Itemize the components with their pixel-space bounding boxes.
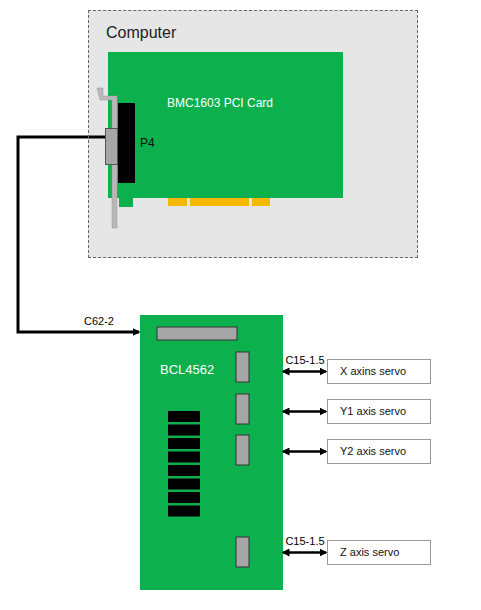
ribbon-header xyxy=(157,327,237,340)
terminal-block xyxy=(168,479,200,490)
terminal-block xyxy=(168,452,200,463)
servo-connector xyxy=(236,435,249,465)
cable-label: C15-1.5 xyxy=(283,354,326,367)
terminal-block xyxy=(168,438,200,449)
terminal-block xyxy=(168,492,200,503)
node-label: BCL4562 xyxy=(160,362,214,378)
bcl4562-board: BCL4562 xyxy=(140,315,283,590)
cable-label: C62-2 xyxy=(82,315,116,328)
connector-header xyxy=(118,103,135,183)
terminal-block xyxy=(168,411,200,422)
servo-connector xyxy=(236,394,249,424)
terminal-block xyxy=(168,425,200,436)
cable-connector xyxy=(283,410,326,413)
gold-finger xyxy=(168,198,187,206)
cable-connector xyxy=(283,450,326,453)
bcl-board-body xyxy=(140,315,283,590)
node-label: Y2 axis servo xyxy=(340,445,406,458)
connector-plug xyxy=(105,128,118,165)
servo-box: Y1 axis servo xyxy=(327,399,431,424)
cable-connector xyxy=(283,551,326,554)
gold-finger xyxy=(190,198,249,206)
terminal-block xyxy=(168,465,200,476)
p4-connector: P4 xyxy=(105,103,135,183)
servo-connector xyxy=(236,352,249,382)
servo-box: X axins servo xyxy=(327,359,431,384)
servo-box: Y2 axis servo xyxy=(327,439,431,464)
servo-connector xyxy=(236,537,249,567)
terminal-block xyxy=(168,506,200,517)
terminal-block xyxy=(168,411,200,517)
node-label: X axins servo xyxy=(340,365,406,378)
node-label: Computer xyxy=(106,23,176,42)
cable-label: C15-1.5 xyxy=(283,535,326,548)
servo-box: Z axis servo xyxy=(327,540,431,565)
card-tab xyxy=(119,195,133,207)
cable-connector xyxy=(283,370,326,373)
pci-bracket xyxy=(97,88,117,228)
node-label: BMC1603 PCI Card xyxy=(167,96,273,110)
node-label: Y1 axis servo xyxy=(340,405,406,418)
node-label: Z axis servo xyxy=(340,546,399,559)
computer-box: ComputerBMC1603 PCI CardP4 xyxy=(88,10,418,258)
gold-finger xyxy=(252,198,270,206)
pci-card-body xyxy=(108,52,343,198)
node-label: P4 xyxy=(140,136,155,150)
computer-case xyxy=(88,10,418,258)
pci-card: BMC1603 PCI CardP4 xyxy=(108,52,343,198)
